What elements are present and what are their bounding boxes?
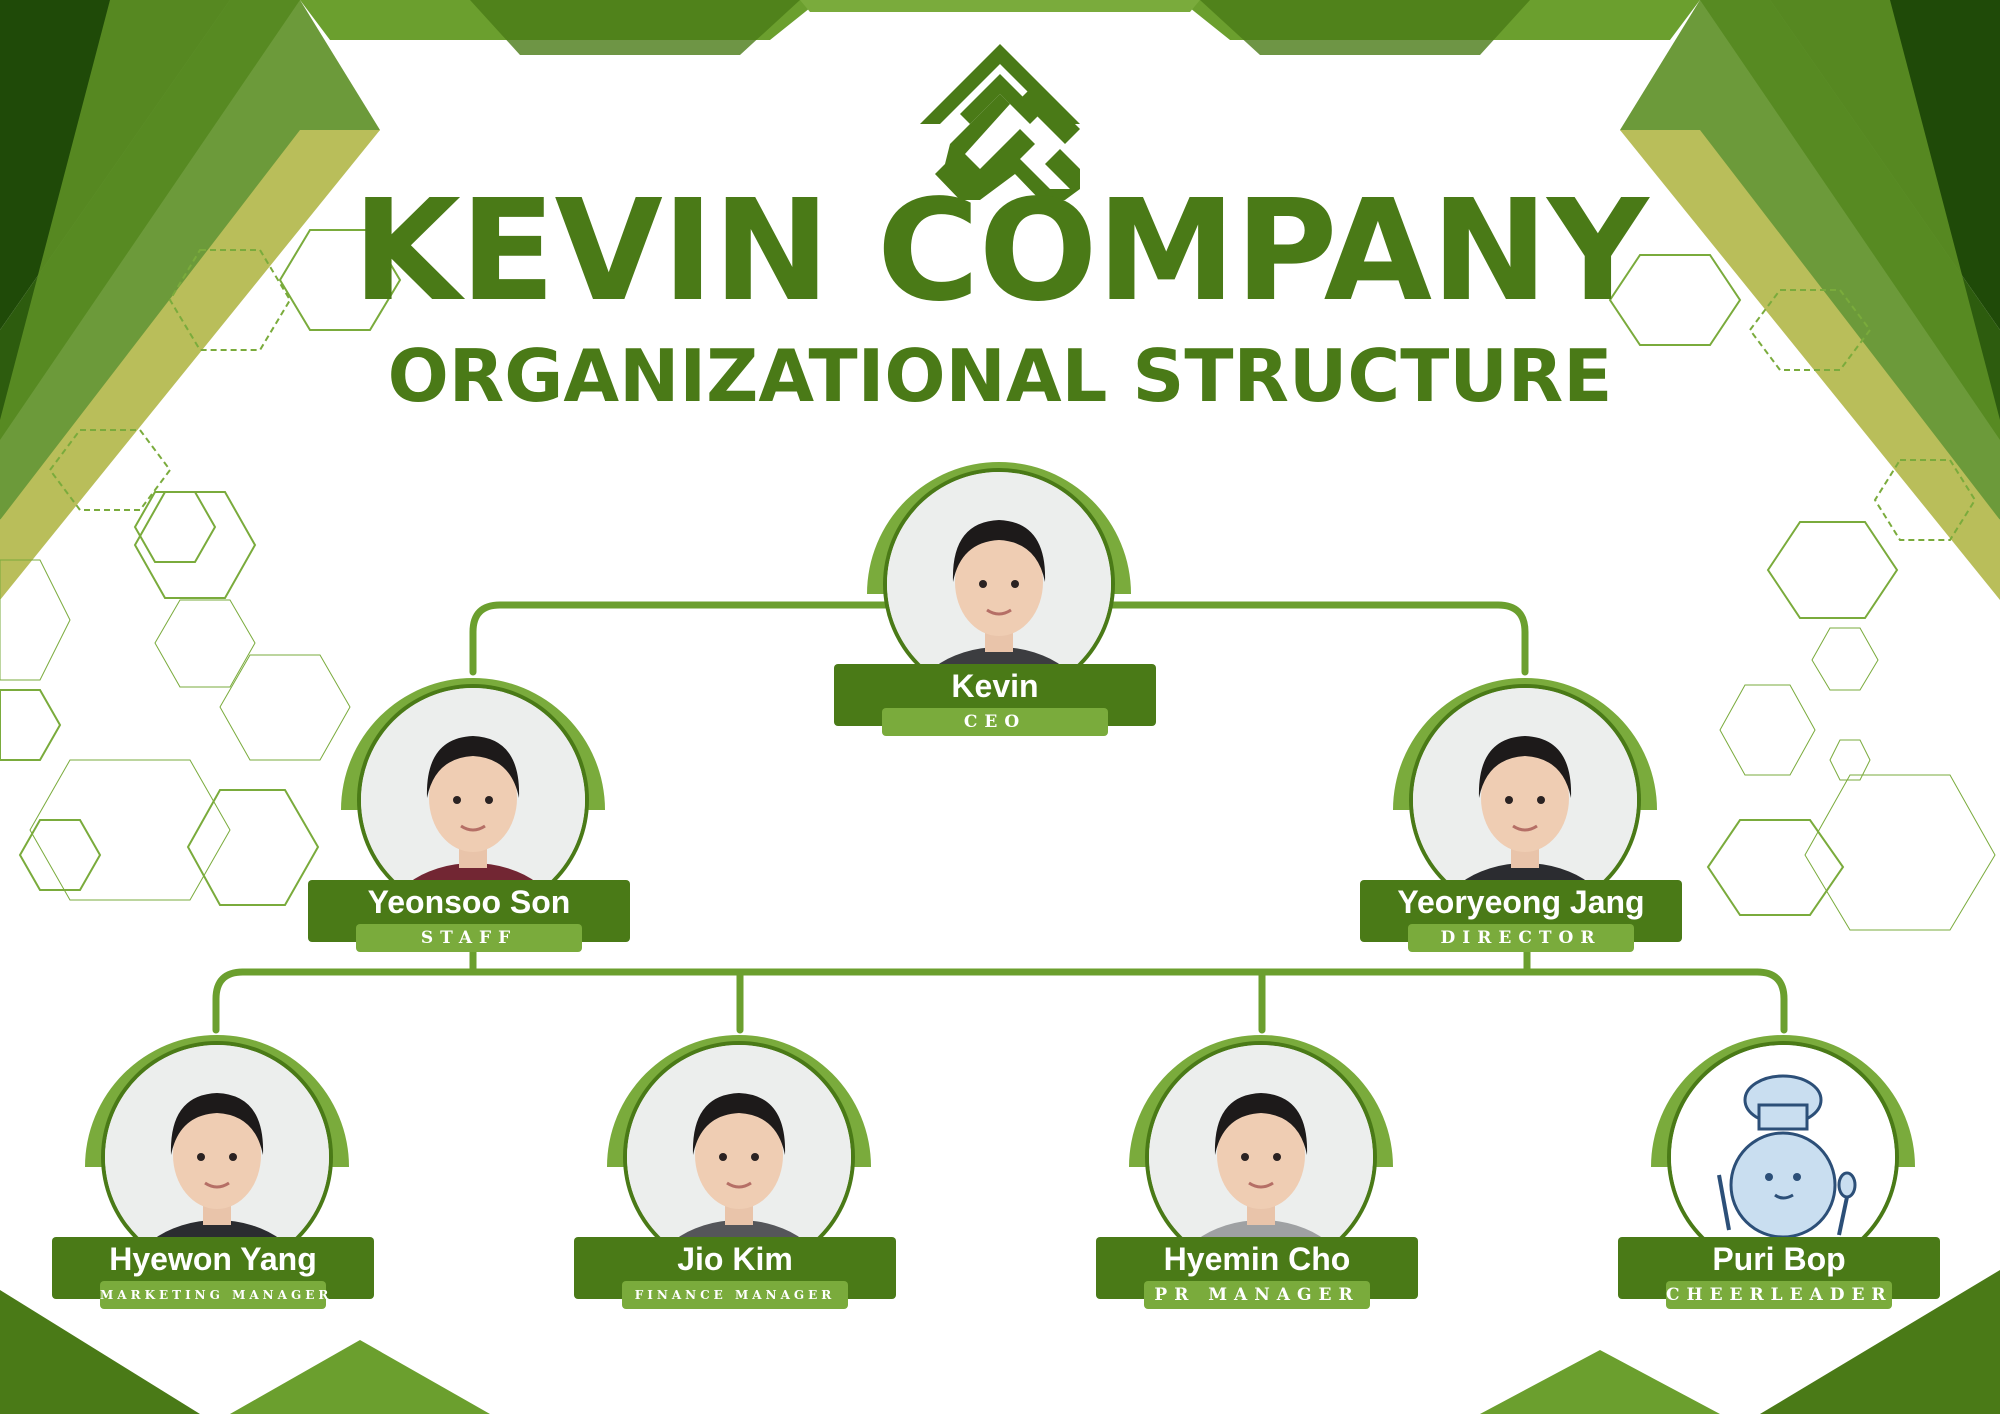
org-node: Hyemin Cho PR MANAGER — [1096, 1025, 1426, 1321]
chart-subtitle: ORGANIZATIONAL STRUCTURE — [387, 334, 1613, 418]
avatar — [361, 688, 585, 912]
person-name: Kevin — [951, 668, 1039, 704]
role-badge: FINANCE MANAGER — [622, 1281, 848, 1309]
avatar — [1671, 1045, 1895, 1269]
person-photo — [361, 688, 585, 912]
role-badge: STAFF — [356, 924, 582, 952]
role-badge: PR MANAGER — [1144, 1281, 1370, 1309]
role-badge: DIRECTOR — [1408, 924, 1634, 952]
avatar — [627, 1045, 851, 1269]
person-name: Yeoryeong Jang — [1397, 884, 1645, 920]
chef-mascot-icon — [1671, 1045, 1895, 1269]
person-photo — [887, 472, 1111, 696]
avatar — [1413, 688, 1637, 912]
name-plate: Hyemin Cho PR MANAGER — [1096, 1237, 1418, 1309]
role-badge: CEO — [882, 708, 1108, 736]
person-name: Yeonsoo Son — [367, 884, 571, 920]
avatar — [1149, 1045, 1373, 1269]
avatar — [105, 1045, 329, 1269]
person-name: Puri Bop — [1712, 1241, 1846, 1277]
person-photo — [105, 1045, 329, 1269]
role-badge: MARKETING MANAGER — [100, 1281, 328, 1309]
kevin-company-logo-icon — [920, 44, 1080, 200]
person-name: Jio Kim — [677, 1241, 793, 1277]
person-photo — [627, 1045, 851, 1269]
person-photo — [1149, 1045, 1373, 1269]
person-photo — [1413, 688, 1637, 912]
role-badge: CHEERLEADER — [1666, 1281, 1892, 1309]
avatar — [887, 472, 1111, 696]
person-name: Hyemin Cho — [1163, 1241, 1351, 1277]
person-name: Hyewon Yang — [109, 1241, 317, 1277]
company-title: KEVIN COMPANY — [352, 170, 1648, 333]
